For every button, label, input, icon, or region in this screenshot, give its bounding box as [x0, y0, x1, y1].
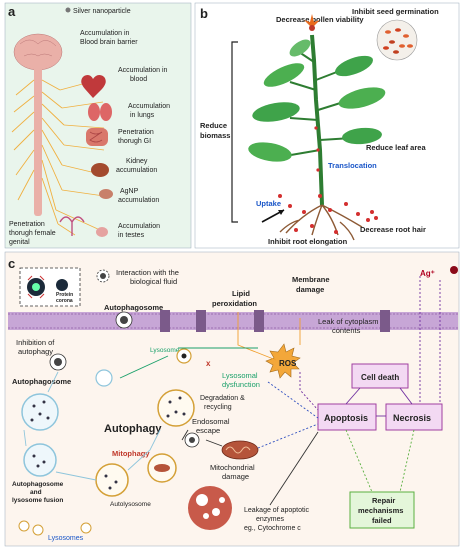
nerve-lines — [41, 79, 65, 225]
label-lungs: Accumulation in lungs — [128, 103, 172, 119]
label-lipid: Lipid peroxidation — [212, 289, 257, 308]
label-mitochondrial: Mitochondrial damage — [210, 463, 257, 481]
agnp-organ-icon — [99, 189, 113, 199]
phagophore-icon — [95, 369, 113, 387]
gi-tract-icon — [86, 128, 108, 146]
label-lysosome-top: Lysosome — [150, 347, 180, 354]
degradation-vesicle-icon — [157, 389, 195, 427]
plant-illustration — [248, 14, 386, 241]
panel-c-letter: c — [8, 256, 15, 271]
panel-a: a Silver nanoparticle Accumulation in Bl… — [4, 2, 192, 249]
testes-icon — [96, 227, 108, 237]
label-bbb: Accumulation in Blood brain barrier — [80, 30, 138, 46]
flower-icon — [304, 14, 320, 31]
label-membrane: Membrane damage — [292, 275, 332, 294]
label-autolysosome: Autolysosome — [110, 501, 151, 508]
label-interaction: Interaction with the biological fluid — [116, 268, 181, 286]
nanoparticle-dots — [278, 126, 378, 234]
label-biomass: Reduce biomass — [200, 121, 230, 140]
legend-label: Silver nanoparticle — [73, 8, 131, 15]
label-lysosomal-dysfunction: Lysosomal dysfunction — [222, 371, 260, 389]
cell-death-box — [351, 363, 409, 389]
label-autophagy: Autophagy — [104, 423, 162, 435]
silver-nanoparticle-icon — [65, 7, 71, 13]
label-protein-corona: Protein corona — [56, 292, 75, 304]
autophagosome-icon — [21, 393, 59, 431]
panel-a-letter: a — [8, 4, 16, 19]
panel-b-letter: b — [200, 6, 208, 21]
label-cell-death: Cell death — [361, 373, 399, 382]
seed-dish-icon — [376, 19, 418, 61]
brain-icon — [13, 33, 63, 71]
x-mark: x — [206, 359, 211, 368]
damaged-cell-icon — [188, 486, 232, 530]
cell-membrane — [8, 310, 458, 332]
fusion-vesicle-icon — [23, 443, 57, 477]
label-root-elong: Inhibit root elongation — [268, 237, 348, 246]
human-body-illustration — [11, 33, 106, 236]
label-ros: ROS — [279, 359, 297, 368]
kidney-icon — [91, 163, 109, 177]
label-necrosis: Necrosis — [393, 413, 431, 423]
pathway-arrows — [23, 276, 441, 506]
label-leakage: Leakage of apoptotic enzymes eg., Cytoch… — [244, 507, 311, 532]
label-root-hair: Decrease root hair — [360, 225, 426, 234]
heart-icon — [81, 75, 106, 98]
label-endosomal: Endosomal escape — [192, 417, 232, 435]
mitochondrion-icon — [221, 440, 259, 460]
label-testes: Accumulation in testes — [118, 223, 162, 239]
panel-b: b Inhibit seed germination Decrease poll… — [194, 2, 460, 249]
label-agnp: AgNP accumulation — [118, 188, 159, 204]
ros-burst-icon — [265, 343, 301, 379]
label-apoptosis: Apoptosis — [324, 413, 368, 423]
autolysosome-icon — [95, 463, 129, 497]
label-ag-ion: Ag⁺ — [420, 269, 435, 278]
label-repair: Repair mechanisms failed — [358, 496, 406, 525]
label-fusion: Autophagosome and lysosome fusion — [12, 481, 65, 504]
label-genital: Penetration thorugh female genital — [9, 221, 58, 246]
label-blood: Accumulation in blood — [118, 67, 169, 83]
label-leaf: Reduce leaf area — [366, 143, 426, 152]
label-inhibition: Inhibition of autophagy — [16, 338, 56, 356]
label-kidney: Kidney accumulation — [116, 158, 157, 174]
repair-box — [349, 491, 415, 529]
panel-c: c Protein corona Interaction with the bi… — [4, 251, 460, 547]
label-mitophagy: Mitophagy — [112, 449, 150, 458]
label-degradation: Degradation & recycling — [200, 395, 247, 411]
lysosomes-group-icon — [18, 520, 92, 536]
female-genital-icon — [59, 216, 85, 236]
ag-ion-icon — [450, 266, 458, 274]
roots — [279, 204, 363, 241]
protein-corona-inset — [19, 267, 81, 307]
apoptosis-box — [317, 403, 377, 431]
necrosis-box — [385, 403, 443, 431]
lungs-icon — [88, 103, 112, 121]
label-pollen: Decrease pollen viability — [276, 15, 364, 24]
label-uptake: Uptake — [256, 199, 281, 208]
label-translocation: Translocation — [328, 161, 377, 170]
biomass-bracket — [231, 41, 238, 223]
label-autophagosome-left: Autophagosome — [12, 377, 71, 386]
label-lysosome-bottom: Lysosomes — [48, 535, 84, 542]
label-gi: Penetration thorugh GI — [118, 129, 156, 145]
label-autophagosome-top: Autophagosome — [104, 303, 163, 312]
label-inhibit-seed: Inhibit seed germination — [352, 7, 439, 16]
spinal-cord — [34, 66, 42, 216]
label-leak: Leak of cytoplasm contents — [318, 317, 381, 335]
